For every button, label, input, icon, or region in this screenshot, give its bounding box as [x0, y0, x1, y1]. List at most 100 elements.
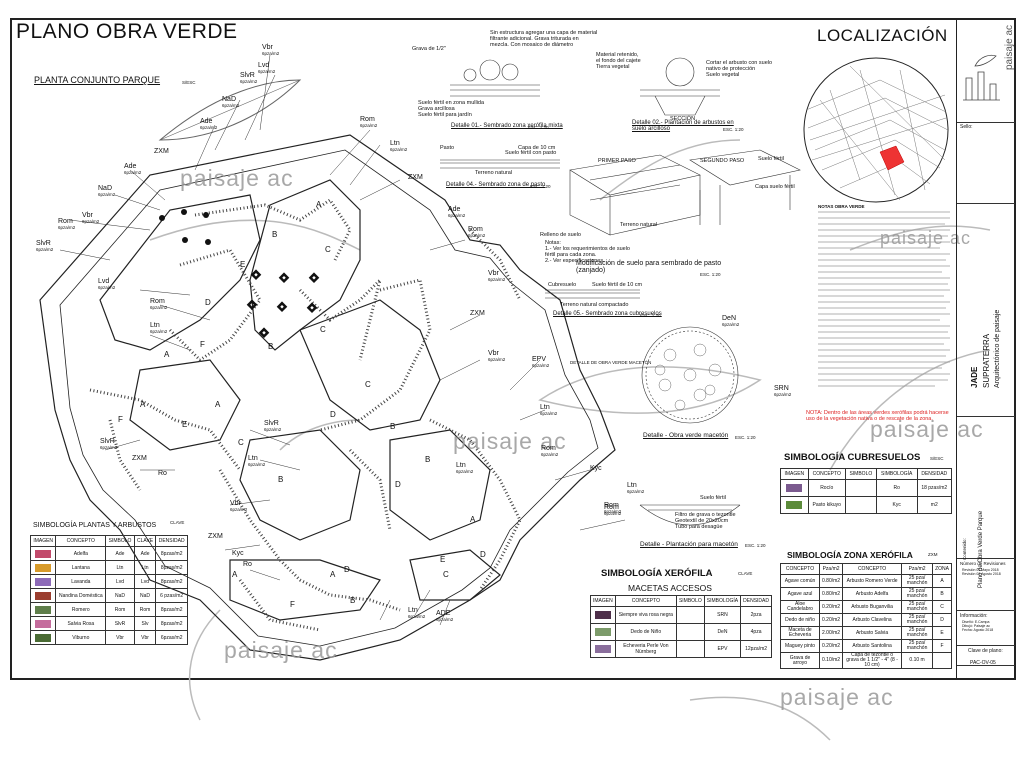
- plant-photo: [35, 633, 52, 642]
- plant-code: ZXM: [132, 455, 147, 462]
- plant-photo: [35, 563, 52, 572]
- table-cell: 8pzas/m2: [155, 560, 188, 575]
- plant-density: 6pza/m2: [541, 452, 559, 457]
- d5-suelo: Suelo fértil de 10 cm: [592, 282, 643, 288]
- table-cell: Agave azul: [779, 587, 821, 601]
- cubresuelos-title: SIMBOLOGÍA CUBRESUELOS: [784, 452, 921, 463]
- plant-density: 6pza/m2: [100, 445, 118, 450]
- detail-01-label: Detalle 01.- Sembrado zona xerófila mixt…: [451, 123, 563, 129]
- plant-code: SlvR: [264, 420, 279, 427]
- plant-code: Rom: [468, 226, 483, 233]
- info-label: Información:: [960, 613, 988, 619]
- plant-code: Rom: [58, 218, 73, 225]
- table-cell: [29, 602, 57, 617]
- watermark: paisaje ac: [453, 428, 567, 454]
- plant-code: DeN: [722, 315, 737, 322]
- d4-note-terreno: Terreno natural: [475, 170, 512, 176]
- xerofila-note: NOTA: Dentro de las áreas verdes xerófil…: [806, 410, 949, 422]
- leader-lines: [59, 54, 626, 626]
- plant-code: Ltn: [248, 455, 258, 462]
- plant-density: 6pza/m2: [448, 213, 466, 218]
- table-cell: Salvia Rosa: [55, 616, 107, 631]
- plant-code: Ltn: [456, 462, 466, 469]
- detail-01-notes-left: Grava de 1/2": [412, 46, 446, 52]
- plant-code: Vbr: [488, 270, 499, 277]
- xerofila-subtitle: MACETAS ACCESOS: [628, 583, 712, 593]
- table-cell: 8pzas/m2: [155, 616, 188, 631]
- contenido-label: Contenido:: [962, 538, 967, 560]
- cubresuelos-scale: S/ESC: [930, 456, 944, 461]
- plant-code: Vbr: [488, 350, 499, 357]
- plant-code: Rom: [604, 502, 619, 509]
- table-cell: 2.00/m2: [819, 626, 844, 640]
- table-cell: Agave común: [779, 574, 821, 588]
- plant-code: Rom: [150, 298, 165, 305]
- plant-density: 6pza/m2: [222, 103, 240, 108]
- table-cell: 8pzas/m2: [155, 602, 188, 617]
- table-cell: 6 pzas/m2: [155, 588, 188, 603]
- zone-letter: A: [316, 200, 322, 209]
- plan-subtitle: PLANTA CONJUNTO PARQUE: [34, 75, 161, 85]
- clave-value: PAC-OV-05: [970, 660, 996, 666]
- plant-code-label: ZXM: [132, 455, 147, 462]
- macetón-plants: [654, 343, 722, 411]
- zona-xerofila-tag: ZXM: [928, 552, 938, 557]
- specs-title: NOTAS OBRA VERDE: [818, 204, 865, 209]
- trench-detail-label: Modificación de suelo para sembrado de p…: [576, 260, 722, 274]
- zone-letter: F: [200, 340, 205, 349]
- d4-segundo-paso: SEGUNDO PASO: [700, 158, 745, 164]
- d4-note-pasto: Pasto: [440, 145, 455, 151]
- table-cell: 25 pza/ manchón: [901, 613, 934, 627]
- plantas-title: SIMBOLOGÍA PLANTAS Y ARBUSTOS: [33, 522, 157, 529]
- plant-code: SlvR: [100, 438, 115, 445]
- table-cell: 0.20/m2: [819, 639, 844, 653]
- d4-nota: Notas:1.- Ver los requerimientos de suel…: [545, 240, 630, 264]
- table-cell: Ltn: [105, 560, 135, 575]
- table-cell: Adelfa: [55, 546, 107, 561]
- plant-density: 6pza/m2: [82, 219, 100, 224]
- plant-density: 6pza/m2: [98, 192, 116, 197]
- table-cell: SlvR: [105, 616, 135, 631]
- table-cell: Ltn: [133, 560, 157, 575]
- plant-photo: [35, 591, 52, 600]
- zone-letter: E: [440, 555, 446, 564]
- plant-density: 6pza/m2: [408, 614, 426, 619]
- zone-letter: C: [365, 380, 371, 389]
- detail-01-scale: ESC. 1:20: [528, 125, 549, 130]
- zone-letter: B: [425, 455, 431, 464]
- plant-density: 6pza/m2: [264, 427, 282, 432]
- table-cell: Arbusto Clavelina: [842, 613, 903, 627]
- d5-cubresuelo: Cubresuelo: [548, 282, 577, 288]
- plant-code: Vbr: [82, 212, 93, 219]
- zone-letter: C: [238, 438, 244, 447]
- plant-code: Rom: [360, 116, 375, 123]
- plant-density: 6pza/m2: [258, 69, 276, 74]
- zone-letter: C: [320, 325, 326, 334]
- plant-density: 6pza/m2: [248, 462, 266, 467]
- table-cell: D: [932, 613, 952, 627]
